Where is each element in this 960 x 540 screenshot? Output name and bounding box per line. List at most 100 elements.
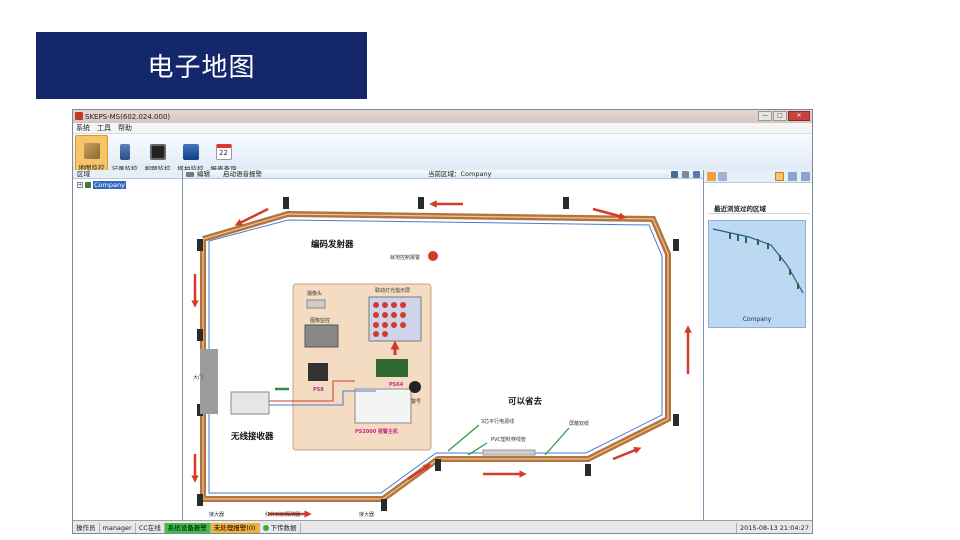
record-monitor-button[interactable]: 记录监控 bbox=[108, 135, 141, 175]
slide-title: 电子地图 bbox=[147, 53, 256, 83]
undo-icon[interactable] bbox=[671, 171, 678, 178]
arrow bbox=[234, 207, 269, 226]
perimeter-cable bbox=[200, 210, 671, 502]
main-toolbar: 地图监控 记录监控 视频监控 抓拍监控 22 报表查询 bbox=[73, 134, 812, 176]
status-bar: 操作员 manager CC在线 系统设备报警 未处理报警(0) 下传数据 20… bbox=[73, 520, 812, 533]
sensor-post bbox=[563, 197, 569, 209]
save-icon[interactable] bbox=[693, 171, 700, 178]
divider bbox=[708, 213, 810, 214]
snapshot-monitor-label: 抓拍监控 bbox=[177, 165, 204, 173]
menu-help[interactable]: 帮助 bbox=[118, 124, 132, 132]
receiver-label: 无线接收器 bbox=[230, 431, 274, 442]
edit-pencil-icon[interactable] bbox=[186, 172, 194, 177]
recent-areas-header bbox=[704, 170, 812, 183]
sensor-post bbox=[197, 239, 203, 251]
close-button[interactable]: ✕ bbox=[788, 111, 810, 121]
area-thumbnail[interactable]: Company bbox=[708, 220, 806, 328]
ps8-label: PS8 bbox=[313, 387, 324, 393]
transmitter-label: 编码发射器 bbox=[311, 239, 354, 250]
sensor-post bbox=[673, 239, 679, 251]
wire bbox=[269, 380, 355, 402]
siren-label: 警号 bbox=[411, 398, 421, 405]
menu-bar: 系统 工具 帮助 bbox=[73, 123, 812, 134]
sensor-posts bbox=[197, 197, 679, 511]
map-view-header: 编辑 启动语音报警 当前区域：Company bbox=[183, 170, 703, 179]
map-view-icon[interactable] bbox=[707, 172, 716, 181]
map-view: 编辑 启动语音报警 当前区域：Company bbox=[183, 170, 704, 520]
pvc-pipe bbox=[482, 449, 536, 456]
alarm-sign-label: 就地控制报警 bbox=[390, 254, 420, 261]
device-alarm-status[interactable]: 系统设备报警 bbox=[164, 522, 211, 533]
map-monitor-button[interactable]: 地图监控 bbox=[75, 135, 108, 175]
camera-icon bbox=[306, 299, 326, 309]
sensor-post bbox=[435, 459, 441, 471]
snapshot-icon bbox=[182, 144, 199, 160]
video-monitor-icon bbox=[304, 324, 339, 348]
bottom-label-1: 接大器 bbox=[209, 511, 224, 518]
camera-label: 摄像头 bbox=[307, 290, 322, 297]
recent-areas-title: 最近浏览过的区域 bbox=[714, 205, 766, 213]
bottom-label-3: 接大器 bbox=[359, 511, 374, 518]
current-area-label: 当前区域：Company bbox=[428, 170, 492, 178]
menu-tools[interactable]: 工具 bbox=[97, 124, 111, 132]
alarm-host-keypad bbox=[354, 388, 412, 424]
ps64-label: PS64 bbox=[389, 382, 404, 388]
area-panel-header: 区域 bbox=[73, 170, 182, 179]
pointer-lines bbox=[447, 424, 570, 456]
app-window: SKEPS-MS(602.024.000) — □ ✕ 系统 工具 帮助 地图监… bbox=[72, 109, 813, 534]
ps64-board bbox=[376, 359, 408, 377]
menu-system[interactable]: 系统 bbox=[76, 124, 90, 132]
report-query-button[interactable]: 22 报表查询 bbox=[207, 135, 240, 175]
alarm-host-label: PS2000 报警主机 bbox=[355, 428, 398, 435]
receiver-box bbox=[230, 391, 270, 415]
minimize-button[interactable]: — bbox=[758, 111, 772, 121]
app-logo-icon bbox=[75, 112, 83, 120]
clock: 2015-08-13 21:04:27 bbox=[735, 522, 812, 533]
download-label: 下传数据 bbox=[270, 523, 297, 532]
check-icon bbox=[262, 524, 269, 531]
arrow bbox=[407, 463, 432, 481]
omit-label: 可以省去 bbox=[508, 396, 543, 407]
gate-label: 大门 bbox=[193, 374, 203, 381]
video-monitor-label-map: 图像监控 bbox=[310, 317, 330, 324]
unhandled-alarm-status[interactable]: 未处理报警(0) bbox=[210, 522, 260, 533]
single-view-icon[interactable] bbox=[775, 172, 784, 181]
thumbnail-caption: Company bbox=[742, 316, 772, 323]
area-tree-panel: 区域 + Company bbox=[73, 170, 183, 520]
cable2-label: PVC塑料穿线管 bbox=[491, 436, 526, 443]
sensor-post bbox=[585, 464, 591, 476]
gate-image bbox=[200, 349, 218, 414]
video-monitor-label: 视频监控 bbox=[144, 165, 171, 173]
grid-view-icon[interactable] bbox=[788, 172, 797, 181]
voice-alarm-button[interactable]: 启动语音报警 bbox=[223, 170, 262, 178]
list-view-icon[interactable] bbox=[718, 172, 727, 181]
map-monitor-label: 地图监控 bbox=[78, 164, 105, 172]
bottom-label-2: 红外对射探测器 bbox=[265, 511, 300, 518]
cable3-label: 屏蔽双绞 bbox=[569, 420, 589, 427]
snapshot-monitor-button[interactable]: 抓拍监控 bbox=[174, 135, 207, 175]
calendar-icon: 22 bbox=[215, 144, 232, 160]
report-query-label: 报表查询 bbox=[210, 165, 237, 173]
tree-expand-icon[interactable]: + bbox=[77, 182, 83, 188]
record-icon bbox=[119, 144, 130, 160]
refresh-icon[interactable] bbox=[682, 171, 689, 178]
tree-row-company[interactable]: + Company bbox=[73, 179, 182, 191]
arrow bbox=[592, 207, 627, 220]
sensor-post bbox=[673, 414, 679, 426]
operator-name: manager bbox=[100, 522, 136, 533]
video-icon bbox=[149, 144, 166, 160]
edit-button[interactable]: 编辑 bbox=[197, 170, 210, 178]
multi-grid-icon[interactable] bbox=[801, 172, 810, 181]
tree-node-label[interactable]: Company bbox=[93, 181, 126, 189]
operator-label: 操作员 bbox=[73, 522, 100, 533]
sensor-post bbox=[283, 197, 289, 209]
video-monitor-button[interactable]: 视频监控 bbox=[141, 135, 174, 175]
floor-map: 大门 无线接收器 编码发射器 就地控制报警 摄像头 图像监控 联动灯光指示屏 bbox=[191, 197, 692, 518]
direction-arrows bbox=[191, 200, 692, 518]
cc-online-status: CC在线 bbox=[136, 522, 165, 533]
download-status[interactable]: 下传数据 bbox=[260, 522, 301, 533]
siren-icon bbox=[409, 381, 421, 393]
maximize-button[interactable]: □ bbox=[773, 111, 787, 121]
thumbnail-map bbox=[712, 228, 804, 294]
